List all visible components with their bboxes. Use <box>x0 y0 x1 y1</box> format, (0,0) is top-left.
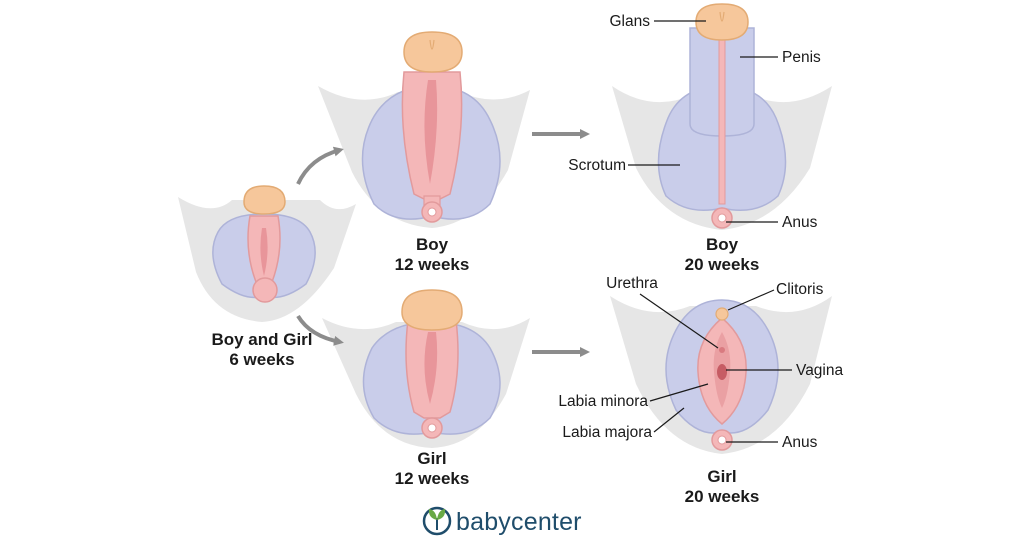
urethra-opening <box>719 347 725 353</box>
stage-girl-20-weeks <box>610 296 832 454</box>
inner-groove <box>260 228 268 276</box>
stage-girl-12-weeks <box>322 289 530 448</box>
glans <box>401 289 463 331</box>
label-anus-girl: Anus <box>782 434 818 451</box>
urethral-groove <box>424 80 438 184</box>
anal-opening <box>717 435 727 445</box>
glans <box>243 185 286 215</box>
label-girl-12-line2: 12 weeks <box>395 469 470 488</box>
label-boy-12-line2: 12 weeks <box>395 255 470 274</box>
glans <box>695 3 749 41</box>
leader-urethra <box>639 293 719 349</box>
boy-part-labels: Glans Penis Scrotum Anus <box>568 13 821 231</box>
anal-opening <box>717 213 727 223</box>
label-girl-20-line1: Girl <box>707 467 736 486</box>
brand-name: babycenter <box>456 508 582 536</box>
label-boy-12-line1: Boy <box>416 235 449 254</box>
label-clitoris: Clitoris <box>776 281 824 298</box>
glans-notch <box>429 39 435 50</box>
label-scrotum: Scrotum <box>568 157 626 174</box>
sprout-logo-icon <box>422 506 452 536</box>
label-labia-majora: Labia majora <box>562 424 652 441</box>
progression-arrows <box>296 129 590 357</box>
glans-notch <box>719 11 725 22</box>
label-urethra: Urethra <box>606 275 658 292</box>
arrow-to-boy-12 <box>296 146 344 185</box>
label-6-weeks-line2: 6 weeks <box>229 350 294 369</box>
glans <box>403 31 463 73</box>
tubercle-base <box>252 277 278 303</box>
stage-6-weeks <box>178 185 356 322</box>
clitoris-shape <box>715 307 729 321</box>
leader-clitoris <box>727 289 775 311</box>
label-glans: Glans <box>610 13 651 30</box>
label-girl-12-line1: Girl <box>417 449 446 468</box>
vestibule-groove <box>424 332 438 404</box>
leader-labia-minora <box>649 383 709 402</box>
label-girl-20-line2: 20 weeks <box>685 487 760 506</box>
brand-logo[interactable]: babycenter <box>422 506 582 536</box>
girl-part-labels: Urethra Clitoris Vagina Labia minora Lab… <box>558 275 843 451</box>
label-vagina: Vagina <box>796 362 843 379</box>
arrow-to-girl-12 <box>296 314 344 346</box>
stage-boy-12-weeks <box>318 31 530 228</box>
label-labia-minora: Labia minora <box>558 393 648 410</box>
vaginal-opening <box>717 364 727 380</box>
raphe <box>718 39 726 205</box>
label-anus-boy: Anus <box>782 214 818 231</box>
stage-labels: Boy and Girl 6 weeks Boy 12 weeks Girl 1… <box>211 235 759 506</box>
label-penis: Penis <box>782 49 821 66</box>
label-6-weeks-line1: Boy and Girl <box>211 330 312 349</box>
anal-opening <box>427 423 437 433</box>
stage-boy-20-weeks <box>612 3 832 230</box>
anal-opening <box>427 207 437 217</box>
label-boy-20-line1: Boy <box>706 235 739 254</box>
label-boy-20-line2: 20 weeks <box>685 255 760 274</box>
leader-labia-majora <box>653 407 685 433</box>
